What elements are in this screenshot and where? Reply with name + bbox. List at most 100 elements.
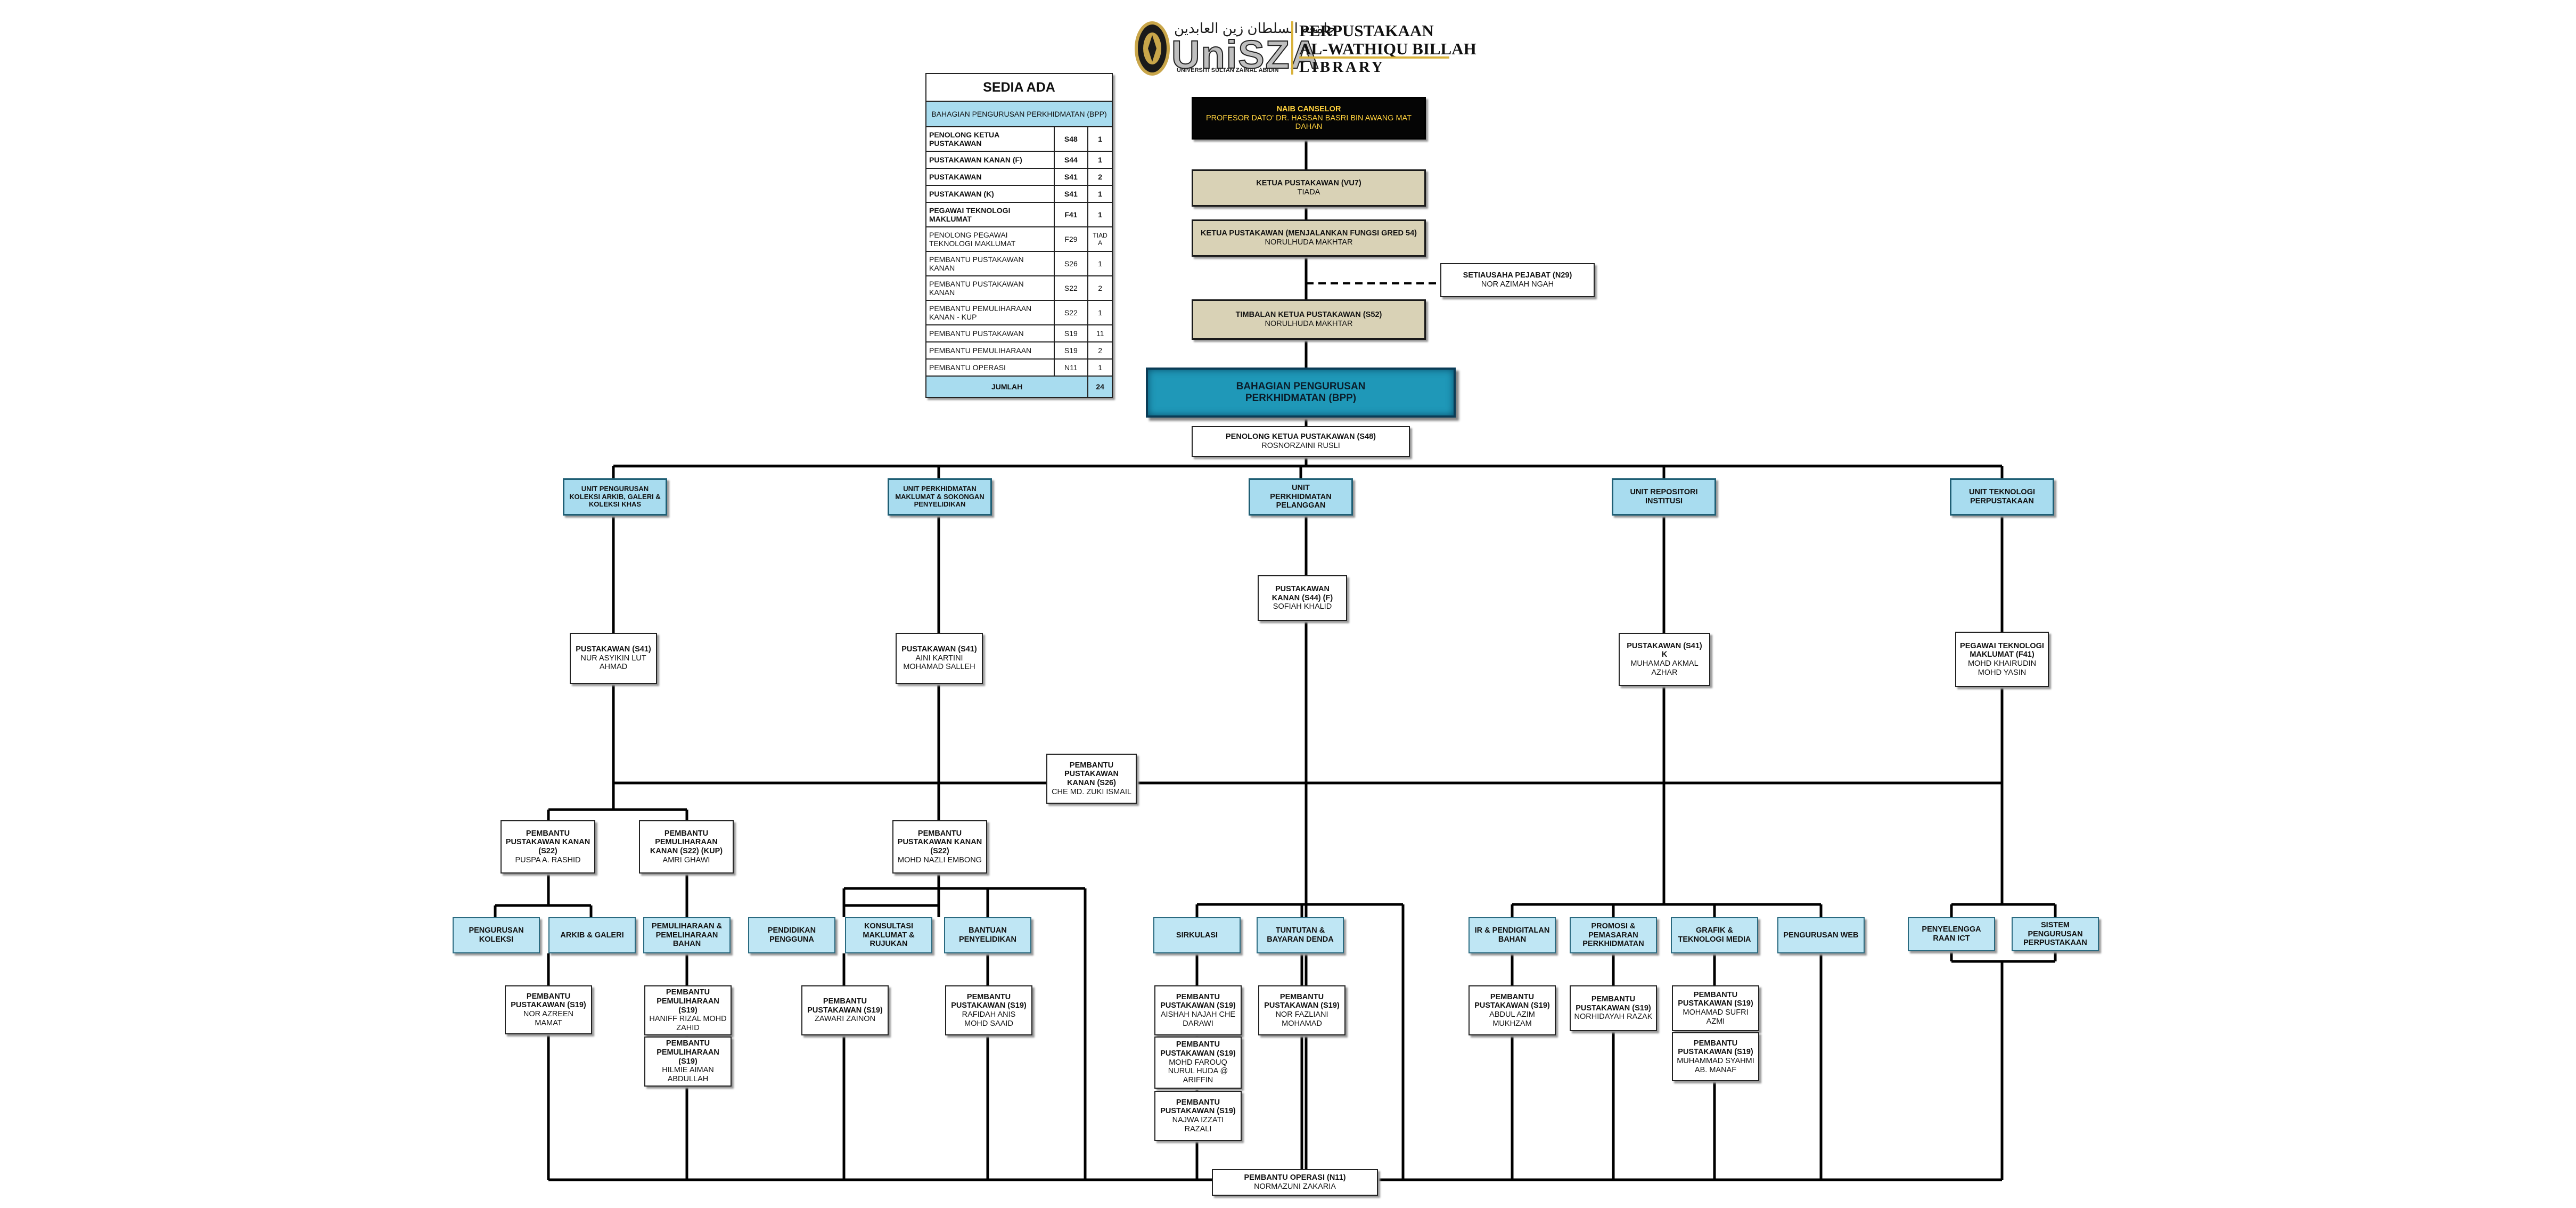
box-pembantu-kanan-s22-a: PEMBANTU PUSTAKAWAN KANAN (S22)PUSPA A. …: [501, 820, 595, 874]
table-cell-post: PEMBANTU PEMULIHARAAN: [925, 341, 1055, 360]
table-cell-count: 1: [1087, 300, 1113, 325]
section-bantuan-penyelidikan: BANTUAN PENYELIDIKAN: [944, 917, 1031, 953]
table-cell-post: PEMBANTU OPERASI: [925, 358, 1055, 377]
unit-repositori-institusi: UNIT REPOSITORI INSTITUSI: [1612, 478, 1716, 516]
table-section: BAHAGIAN PENGURUSAN PERKHIDMATAN (BPP): [925, 101, 1113, 127]
unisza-wordmark: UniSZA: [1171, 32, 1320, 77]
box-pustakawan-kanan: PUSTAKAWAN KANAN (S44) (F)SOFIAH KHALID: [1258, 575, 1347, 621]
unit-perkhidmatan-pelanggan: UNIT PERKHIDMATAN PELANGGAN: [1249, 478, 1353, 516]
section-pengurusan-koleksi: PENGURUSAN KOLEKSI: [453, 917, 540, 953]
table-cell-post: PEMBANTU PEMULIHARAAN KANAN - KUP: [925, 300, 1055, 325]
table-cell-grade: S41: [1053, 168, 1089, 186]
table-cell-count: 1: [1087, 126, 1113, 152]
section-pengurusan-web: PENGURUSAN WEB: [1777, 917, 1865, 953]
box-pegawai-ti: PEGAWAI TEKNOLOGI MAKLUMAT (F41)MOHD KHA…: [1955, 632, 2049, 687]
table-cell-grade: S22: [1053, 300, 1089, 325]
library-title-1: PERPUSTAKAAN: [1299, 21, 1434, 40]
table-cell-count: 1: [1087, 185, 1113, 203]
table-cell-grade: S19: [1053, 341, 1089, 360]
staff-card: PEMBANTU PUSTAKAWAN (S19)ABDUL AZIM MUKH…: [1469, 985, 1556, 1035]
unit-perkhidmatan-maklumat: UNIT PERKHIDMATAN MAKLUMAT & SOKONGAN PE…: [888, 478, 992, 516]
box-setiausaha: SETIAUSAHA PEJABAT (N29)NOR AZIMAH NGAH: [1440, 263, 1595, 297]
box-pembantu-kanan-s26: PEMBANTU PUSTAKAWAN KANAN (S26)CHE MD. Z…: [1046, 754, 1137, 804]
staff-card: PEMBANTU PUSTAKAWAN (S19)NOR FAZLIANI MO…: [1258, 985, 1346, 1035]
unit-pengurusan-koleksi: UNIT PENGURUSAN KOLEKSI ARKIB, GALERI & …: [563, 478, 667, 516]
table-cell-count: 2: [1087, 275, 1113, 301]
table-cell-post: PENOLONG PEGAWAI TEKNOLOGI MAKLUMAT: [925, 226, 1055, 252]
box-pustakawan-s41-a: PUSTAKAWAN (S41)NUR ASYIKIN LUT AHMAD: [570, 633, 657, 684]
table-cell-post: PUSTAKAWAN: [925, 168, 1055, 186]
staff-card: PEMBANTU PEMULIHARAAN (S19)HANIFF RIZAL …: [644, 985, 732, 1035]
table-cell-post: PENOLONG KETUA PUSTAKAWAN: [925, 126, 1055, 152]
table-cell-count: 11: [1087, 324, 1113, 342]
table-cell-post: PEMBANTU PUSTAKAWAN KANAN: [925, 251, 1055, 276]
staff-card: PEMBANTU PUSTAKAWAN (S19)AISHAH NAJAH CH…: [1154, 985, 1242, 1035]
table-cell-post: PEGAWAI TEKNOLOGI MAKLUMAT: [925, 202, 1055, 227]
section-arkib-galeri: ARKIB & GALERI: [548, 917, 636, 953]
table-cell-count: 1: [1087, 151, 1113, 169]
logo-divider: [1291, 21, 1293, 75]
table-cell-grade: S22: [1053, 275, 1089, 301]
staff-card: PEMBANTU PUSTAKAWAN (S19)ZAWARI ZAINON: [801, 985, 889, 1035]
section-sistem-pengurusan: SISTEM PENGURUSAN PERPUSTAKAAN: [2012, 917, 2099, 951]
logo-gold-rule: [1299, 56, 1449, 59]
table-cell-grade: S19: [1053, 324, 1089, 342]
table-cell-count: 1: [1087, 358, 1113, 377]
table-cell-post: PUSTAKAWAN KANAN (F): [925, 151, 1055, 169]
table-total-label: JUMLAH: [925, 376, 1089, 398]
table-cell-count: TIADA: [1087, 226, 1113, 252]
staff-card: PEMBANTU PUSTAKAWAN (S19)NORHIDAYAH RAZA…: [1570, 985, 1657, 1031]
section-ir-pendigitalan: IR & PENDIGITALAN BAHAN: [1469, 917, 1556, 953]
unit-teknologi-perpustakaan: UNIT TEKNOLOGI PERPUSTAKAAN: [1950, 478, 2054, 516]
table-cell-post: PEMBANTU PUSTAKAWAN: [925, 324, 1055, 342]
staff-card: PEMBANTU PUSTAKAWAN (S19)MOHD FAROUQ NUR…: [1154, 1036, 1242, 1089]
library-title-2: AL-WATHIQU BILLAH: [1299, 39, 1476, 58]
staff-card: PEMBANTU PUSTAKAWAN (S19)NAJWA IZZATI RA…: [1154, 1091, 1242, 1141]
box-pembantu-pemuliharaan-kanan: PEMBANTU PEMULIHARAAN KANAN (S22) (KUP)A…: [639, 820, 734, 874]
box-pembantu-kanan-s22-b: PEMBANTU PUSTAKAWAN KANAN (S22)MOHD NAZL…: [892, 820, 987, 874]
table-cell-grade: S48: [1053, 126, 1089, 152]
table-cell-post: PUSTAKAWAN (K): [925, 185, 1055, 203]
box-ketua-pustakawan: KETUA PUSTAKAWAN (VU7)TIADA: [1192, 169, 1426, 207]
table-cell-grade: S26: [1053, 251, 1089, 276]
box-ketua-pustakawan-fungsi: KETUA PUSTAKAWAN (MENJALANKAN FUNGSI GRE…: [1192, 219, 1426, 257]
box-pembantu-operasi: PEMBANTU OPERASI (N11)NORMAZUNI ZAKARIA: [1212, 1169, 1378, 1196]
library-title-3: LIBRARY: [1299, 59, 1385, 76]
table-cell-grade: S41: [1053, 185, 1089, 203]
box-timbalan-ketua: TIMBALAN KETUA PUSTAKAWAN (S52)NORULHUDA…: [1192, 299, 1426, 340]
section-grafik: GRAFIK & TEKNOLOGI MEDIA: [1671, 917, 1758, 953]
university-name: UNIVERSITI SULTAN ZAINAL ABIDIN: [1177, 67, 1279, 74]
section-tuntutan: TUNTUTAN & BAYARAN DENDA: [1257, 917, 1344, 953]
staff-card: PEMBANTU PUSTAKAWAN (S19)MOHAMAD SUFRI A…: [1672, 985, 1759, 1031]
section-penyelenggaraan-ict: PENYELENGGA RAAN ICT: [1908, 917, 1995, 951]
staff-card: PEMBANTU PEMULIHARAAN (S19)HILMIE AIMAN …: [644, 1036, 732, 1087]
section-konsultasi: KONSULTASI MAKLUMAT & RUJUKAN: [845, 917, 932, 953]
staffing-table: SEDIA ADA BAHAGIAN PENGURUSAN PERKHIDMAT…: [925, 73, 1113, 398]
arabic-name: جامعة السلطان زين العابدين: [1174, 20, 1336, 36]
staff-card: PEMBANTU PUSTAKAWAN (S19)MUHAMMAD SYAHMI…: [1672, 1032, 1759, 1081]
staff-card: PEMBANTU PUSTAKAWAN (S19)NOR AZREEN MAMA…: [505, 985, 592, 1034]
box-penolong-ketua: PENOLONG KETUA PUSTAKAWAN (S48)ROSNORZAI…: [1192, 426, 1410, 457]
table-total-value: 24: [1087, 376, 1113, 398]
section-pemuliharaan: PEMULIHARAAN & PEMELIHARAAN BAHAN: [643, 917, 731, 953]
table-cell-count: 1: [1087, 202, 1113, 227]
table-title: SEDIA ADA: [925, 73, 1113, 102]
table-cell-grade: S44: [1053, 151, 1089, 169]
table-cell-post: PEMBANTU PUSTAKAWAN KANAN: [925, 275, 1055, 301]
section-pendidikan-pengguna: PENDIDIKAN PENGGUNA: [748, 917, 835, 953]
table-cell-count: 2: [1087, 168, 1113, 186]
box-bpp: BAHAGIAN PENGURUSAN PERKHIDMATAN (BPP): [1146, 368, 1456, 418]
table-cell-count: 1: [1087, 251, 1113, 276]
